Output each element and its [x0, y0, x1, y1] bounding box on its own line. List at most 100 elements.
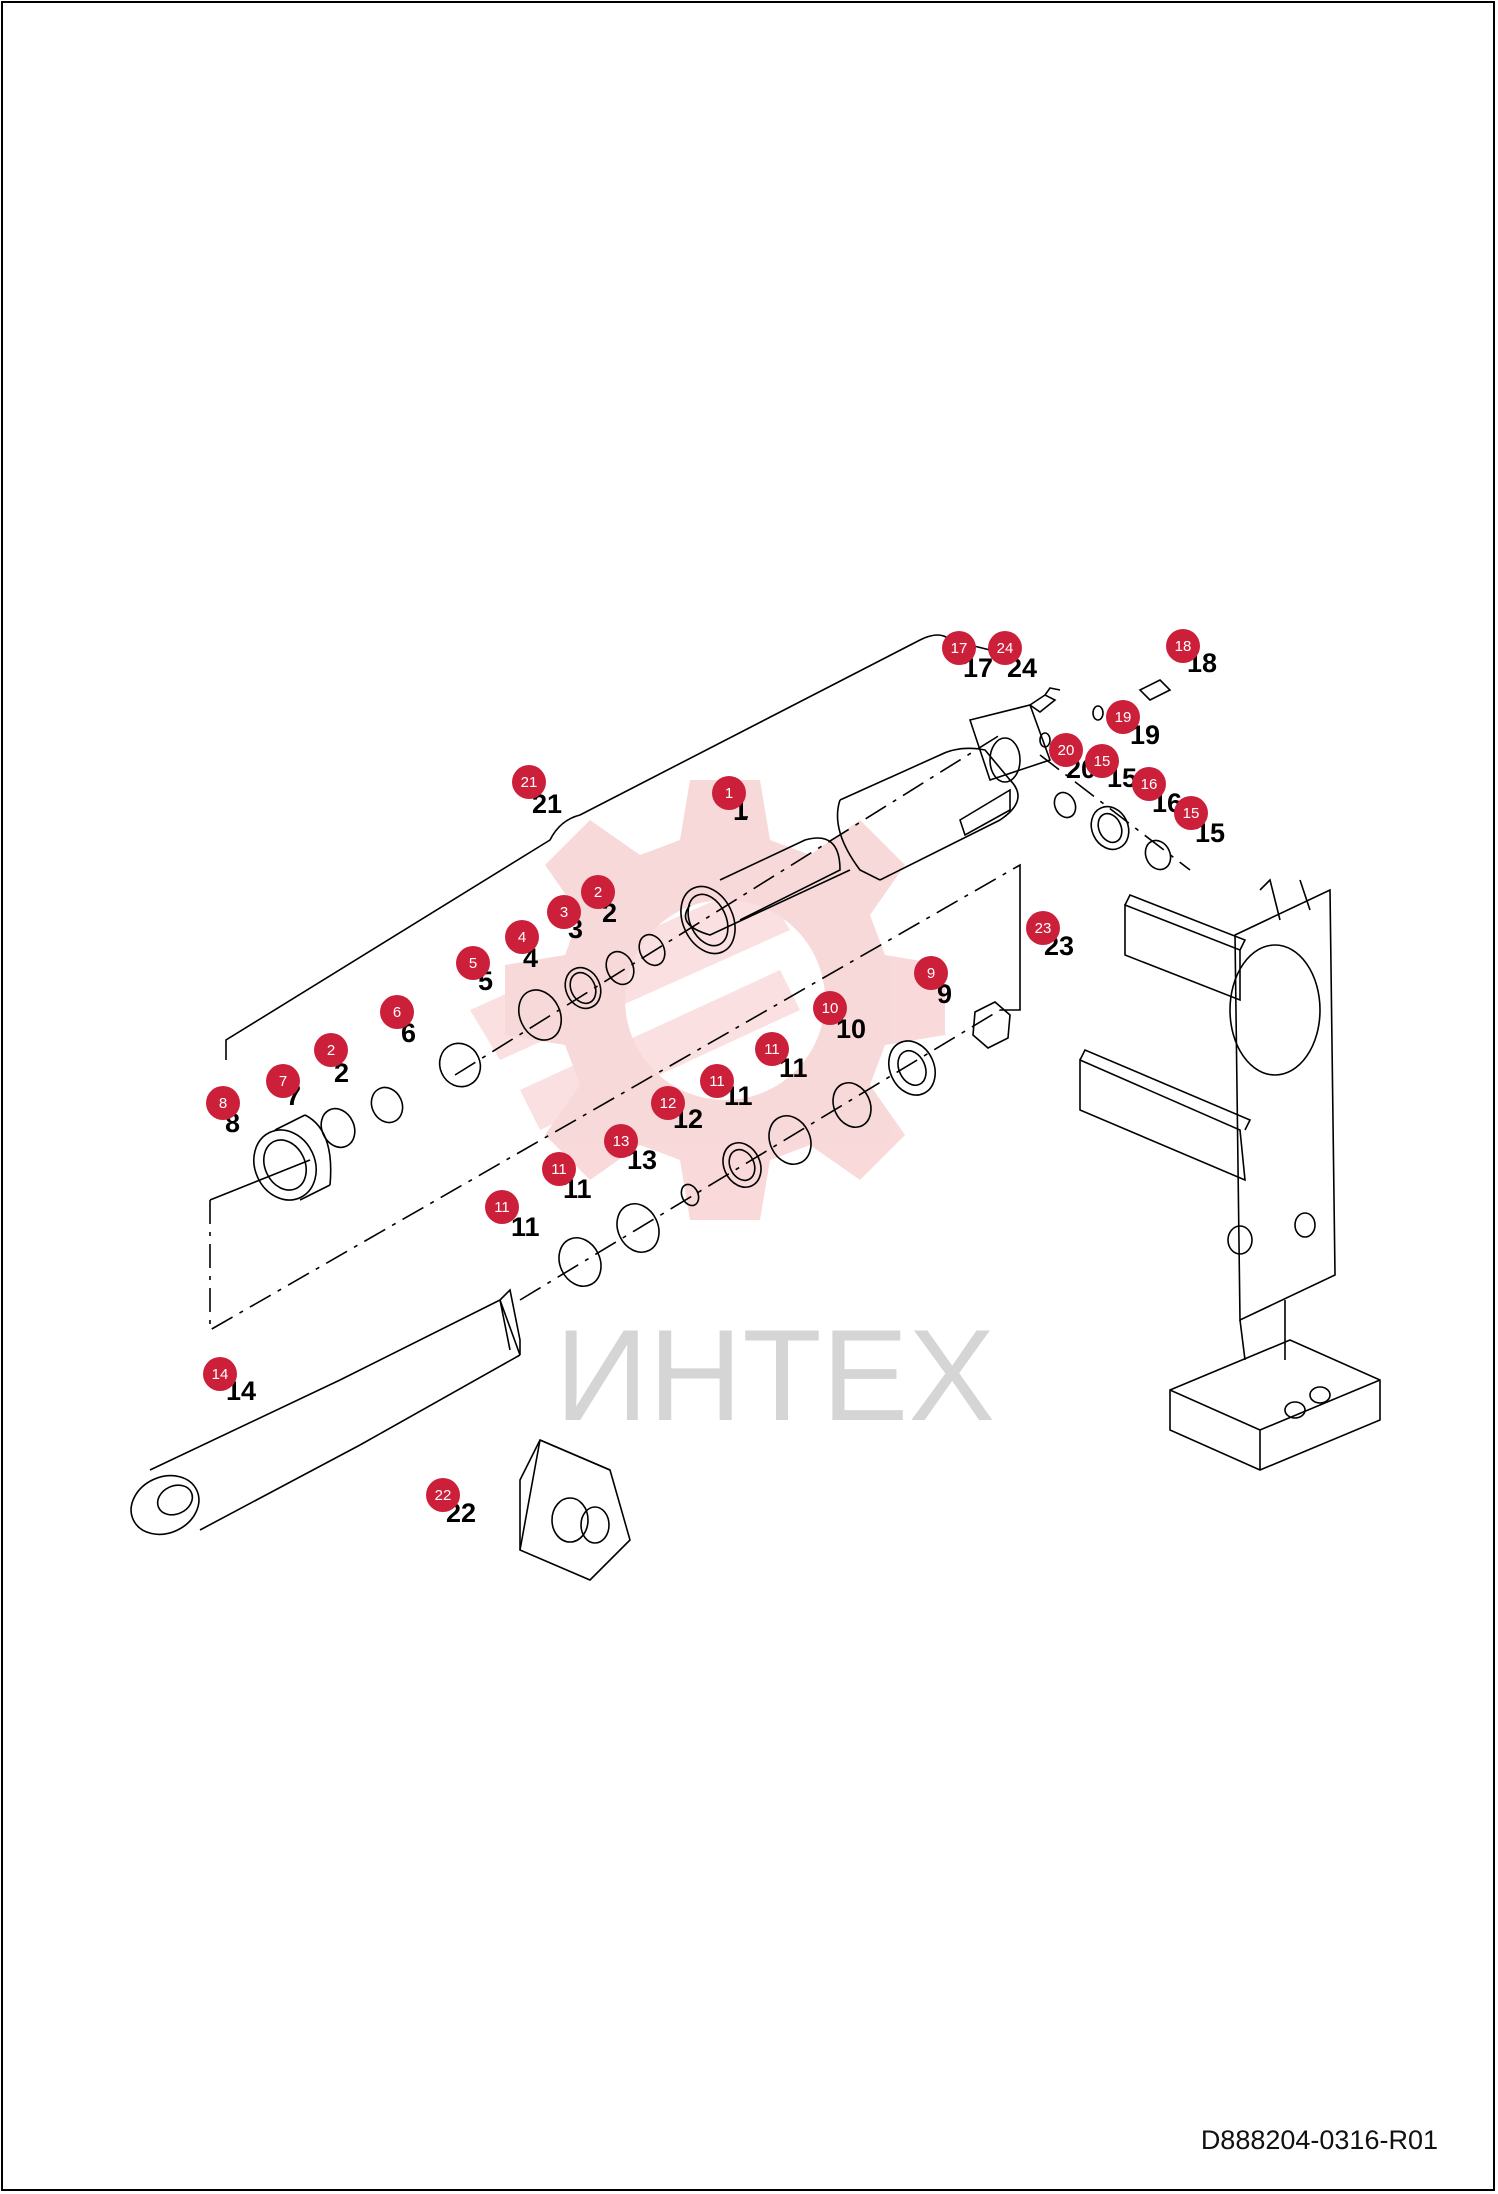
- part-4-ring: [564, 966, 602, 1010]
- part-14-piston-rod: [130, 1288, 521, 1536]
- callout-label-11c: 11: [709, 1073, 725, 1090]
- callout-label-16: 16: [1141, 776, 1158, 793]
- part-2-ring: [638, 933, 666, 967]
- dashed-axis-cylinder: [1039, 754, 1191, 871]
- callout-9[interactable]: 9: [914, 956, 948, 990]
- callout-label-23: 23: [1035, 920, 1052, 937]
- line-art: [130, 634, 1381, 1581]
- callout-3[interactable]: 3: [547, 895, 581, 929]
- callout-15b[interactable]: 15: [1174, 796, 1208, 830]
- callout-label-6: 6: [393, 1004, 401, 1021]
- callout-label-22: 22: [435, 1487, 452, 1504]
- callout-label-19: 19: [1115, 709, 1132, 726]
- part-2b-ring: [370, 1086, 404, 1124]
- callout-label-7: 7: [279, 1073, 287, 1090]
- callout-label-18: 18: [1175, 638, 1192, 655]
- callout-12[interactable]: 12: [651, 1086, 685, 1120]
- part-11a-ring: [558, 1237, 602, 1287]
- callout-2b[interactable]: 2: [314, 1033, 348, 1067]
- callout-label-8: 8: [219, 1095, 227, 1112]
- part-12-seal: [722, 1142, 762, 1188]
- callout-6[interactable]: 6: [380, 995, 414, 1029]
- callout-4[interactable]: 4: [505, 920, 539, 954]
- callout-label-3: 3: [560, 904, 568, 921]
- callout-2a[interactable]: 2: [581, 875, 615, 909]
- part-22-base-block: [519, 1438, 631, 1581]
- callout-13[interactable]: 13: [604, 1124, 638, 1158]
- callout-label-5: 5: [469, 955, 477, 972]
- callout-23[interactable]: 23: [1026, 911, 1060, 945]
- callout-markers: 1 2 2 3 4 5 6 7 8 9 10 11 11 11 11 12 13…: [203, 629, 1208, 1512]
- bracket-right: [1000, 870, 1021, 1011]
- callout-label-21: 21: [521, 774, 538, 791]
- right-assembly: [1079, 878, 1381, 1471]
- part-3-ring: [605, 950, 635, 986]
- washer-20: [1039, 732, 1051, 748]
- callout-label-1: 1: [725, 785, 733, 802]
- callout-11a[interactable]: 11: [485, 1190, 519, 1224]
- grease-fitting: [1028, 687, 1061, 713]
- callout-label-4: 4: [518, 929, 526, 946]
- callout-label-14: 14: [212, 1366, 229, 1383]
- watermark-brand-text: ИНТЕХ: [555, 1302, 995, 1448]
- callout-label-12: 12: [660, 1095, 677, 1112]
- part-13-oring: [680, 1183, 700, 1207]
- part-15a-ring: [1053, 791, 1077, 819]
- callout-18[interactable]: 18: [1166, 629, 1200, 663]
- callout-19[interactable]: 19: [1106, 700, 1140, 734]
- part-5-oring: [518, 989, 562, 1041]
- part-16-bushing: [1090, 805, 1130, 851]
- callout-17[interactable]: 17: [942, 631, 976, 665]
- part-6-ring: [438, 1042, 482, 1088]
- bracket-left: [209, 1159, 311, 1201]
- cylinder-tube: [680, 704, 1052, 955]
- part-11c-ring: [768, 1115, 812, 1165]
- part-11d-ring: [832, 1082, 872, 1128]
- callout-label-24: 24: [997, 640, 1014, 657]
- callout-8[interactable]: 8: [206, 1086, 240, 1120]
- part-8-gland: [253, 1114, 332, 1201]
- callout-label-9: 9: [927, 965, 935, 982]
- callout-11d[interactable]: 11: [755, 1032, 789, 1066]
- callout-label-15b: 15: [1183, 805, 1200, 822]
- callout-label-2a: 2: [594, 884, 602, 901]
- part-11b-ring: [616, 1203, 660, 1253]
- watermark: ИНТЕХ: [470, 780, 995, 1448]
- callout-label-11b: 11: [551, 1161, 567, 1178]
- assembly-21-bracket: [225, 634, 991, 1060]
- callout-22[interactable]: 22: [426, 1478, 460, 1512]
- callout-20[interactable]: 20: [1049, 733, 1083, 767]
- part-9-nut: [972, 1001, 1011, 1049]
- callout-15a[interactable]: 15: [1085, 744, 1119, 778]
- fitting-18: [1138, 679, 1172, 701]
- callout-label-13: 13: [613, 1133, 630, 1150]
- callout-label-17: 17: [951, 640, 968, 657]
- part-7-ring: [320, 1107, 356, 1149]
- callout-21[interactable]: 21: [512, 765, 546, 799]
- part-4-ring-inner: [569, 971, 597, 1005]
- callout-label-10: 10: [822, 1000, 839, 1017]
- callout-11c[interactable]: 11: [700, 1064, 734, 1098]
- callout-label-11a: 11: [494, 1199, 510, 1216]
- document-code: D888204-0316-R01: [1200, 2125, 1438, 2155]
- part-number-11a: 11: [511, 1212, 540, 1242]
- callout-label-11d: 11: [764, 1041, 780, 1058]
- callout-14[interactable]: 14: [203, 1357, 237, 1391]
- callout-5[interactable]: 5: [456, 946, 490, 980]
- callout-7[interactable]: 7: [266, 1064, 300, 1098]
- callout-label-20: 20: [1058, 742, 1075, 759]
- callout-11b[interactable]: 11: [542, 1152, 576, 1186]
- washer-19: [1092, 705, 1104, 721]
- part-15b-ring: [1144, 839, 1172, 871]
- dashed-bracket-lower: [209, 863, 1021, 1332]
- callout-label-15a: 15: [1094, 753, 1111, 770]
- callout-24[interactable]: 24: [988, 631, 1022, 665]
- callout-1[interactable]: 1: [712, 776, 746, 810]
- callout-16[interactable]: 16: [1132, 767, 1166, 801]
- callout-label-2b: 2: [327, 1042, 335, 1059]
- callout-10[interactable]: 10: [813, 991, 847, 1025]
- part-10-piston: [888, 1040, 936, 1096]
- dashed-axis-lower: [519, 1009, 1001, 1301]
